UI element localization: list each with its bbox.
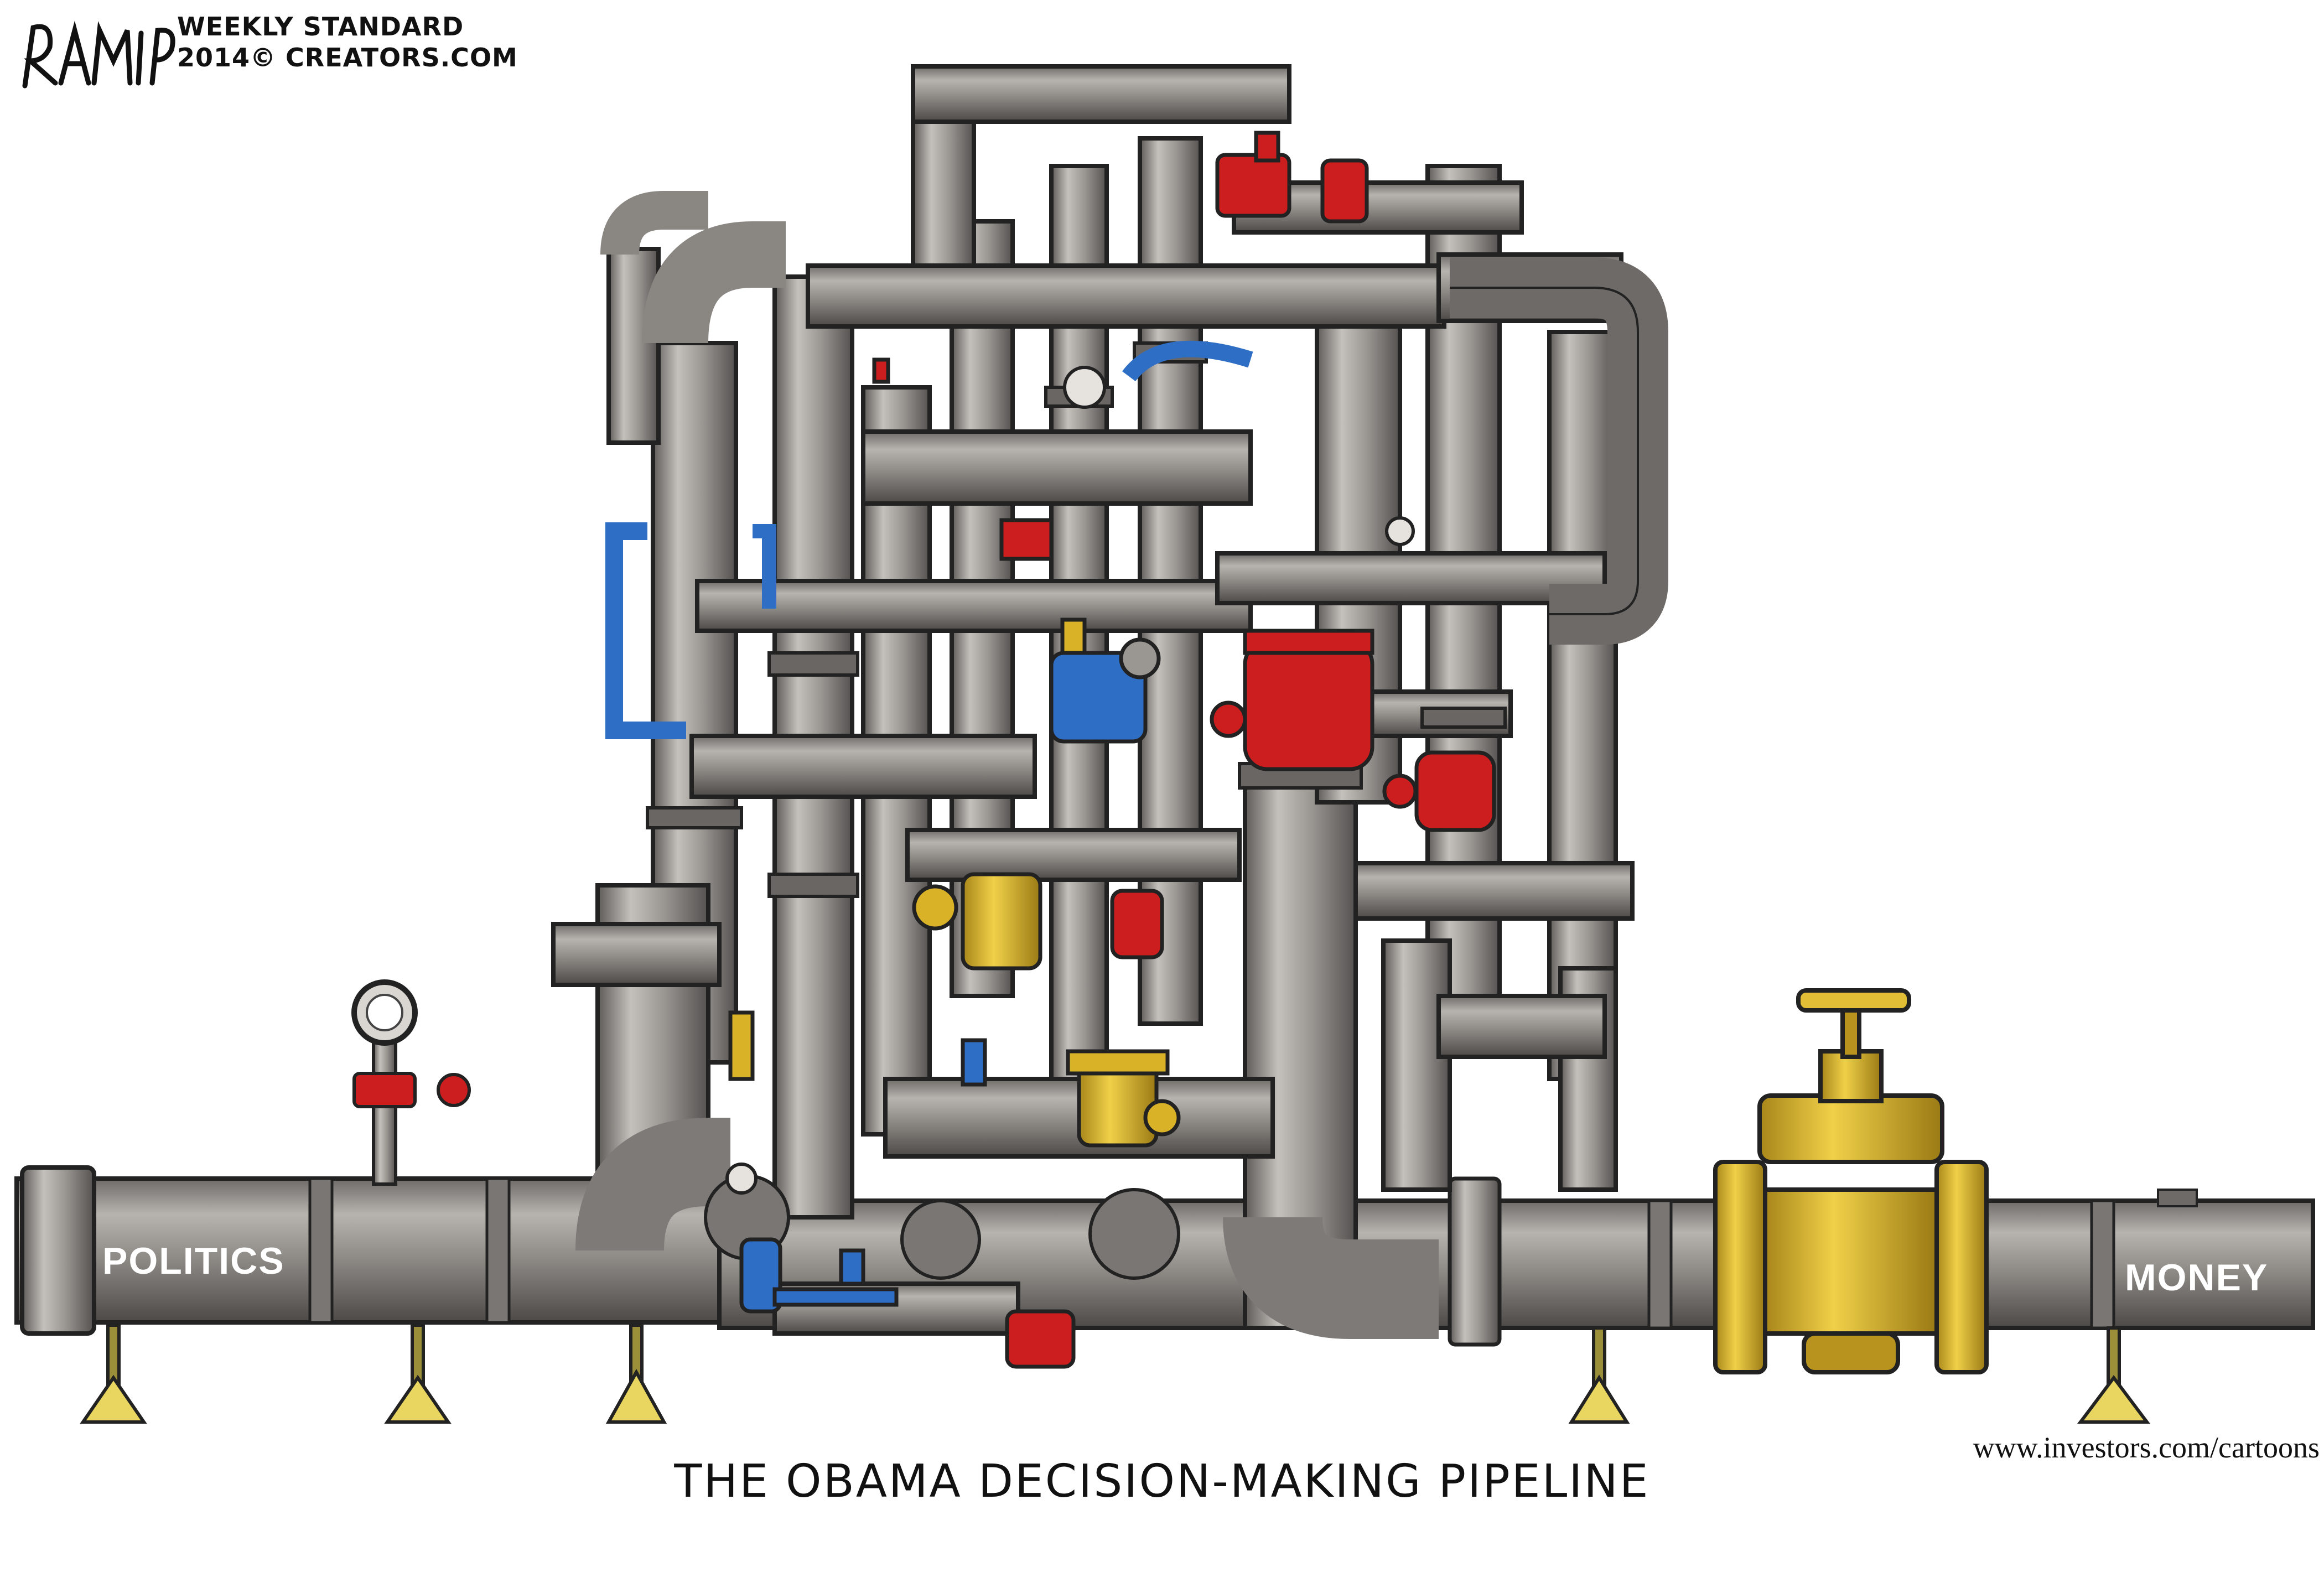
red-valves bbox=[872, 131, 1496, 1369]
politics-label: POLITICS bbox=[102, 1240, 285, 1282]
pipeline-supports bbox=[80, 1324, 2150, 1424]
website-url: www.investors.com/cartoons bbox=[1973, 1431, 2320, 1464]
credit-line: WEEKLY STANDARD 2014© CREATORS.COM bbox=[177, 11, 518, 73]
tangled-pipe-network bbox=[551, 64, 1668, 1339]
cartoon-caption: THE OBAMA DECISION-MAKING PIPELINE bbox=[674, 1455, 1650, 1508]
credit-copyright: 2014© CREATORS.COM bbox=[177, 43, 518, 72]
gate-valve-right bbox=[1713, 988, 1989, 1374]
artist-signature bbox=[22, 20, 175, 89]
blue-valves bbox=[605, 340, 1253, 1314]
credit-publication: WEEKLY STANDARD bbox=[177, 12, 464, 41]
money-label: MONEY bbox=[2125, 1257, 2269, 1299]
small-gauges bbox=[725, 366, 1415, 1195]
pressure-gauge-left bbox=[351, 979, 471, 1186]
brass-valves bbox=[728, 618, 1181, 1148]
